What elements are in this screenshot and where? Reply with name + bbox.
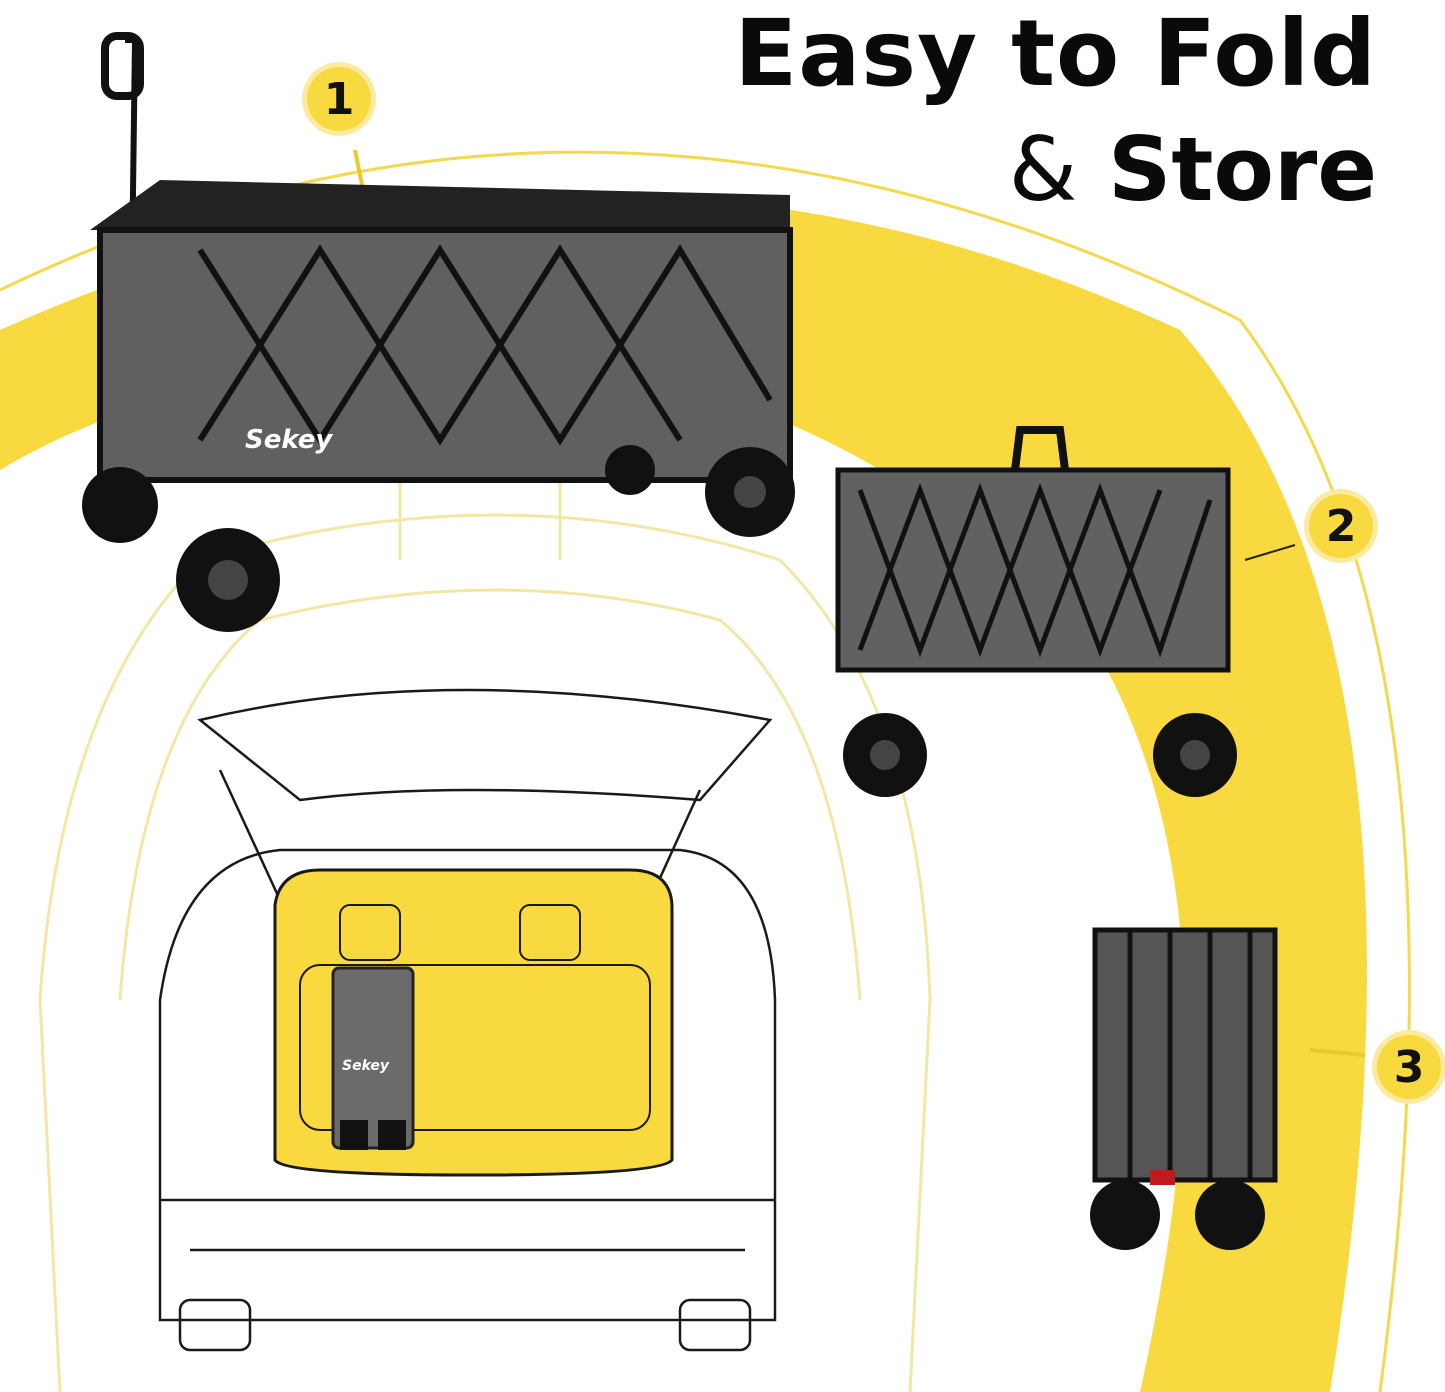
headline-line-1: Easy to Fold [734, 0, 1377, 107]
yellow-arc-line [0, 150, 1411, 1392]
stored-wagon-in-trunk [331, 966, 415, 1150]
headline-line-2: & Store [1009, 118, 1377, 221]
step-badge-2: 2 [1309, 494, 1373, 558]
arc-tick-3 [1309, 1048, 1366, 1057]
brand-logo-open-wagon: Sekey [245, 425, 333, 455]
folded-wagon-image [1090, 927, 1278, 1250]
headline-store: Store [1108, 118, 1377, 221]
arc-tick-2 [1244, 544, 1296, 561]
step-badge-3: 3 [1377, 1035, 1441, 1099]
rear-seats [299, 904, 651, 1131]
half-folded-wagon-image [835, 426, 1237, 797]
open-wagon-image [82, 32, 795, 632]
step-badge-1: 1 [307, 67, 371, 131]
ampersand: & [1008, 118, 1078, 221]
arc-tick-1 [353, 149, 364, 186]
brand-logo-stored-wagon: Sekey [342, 1058, 390, 1074]
